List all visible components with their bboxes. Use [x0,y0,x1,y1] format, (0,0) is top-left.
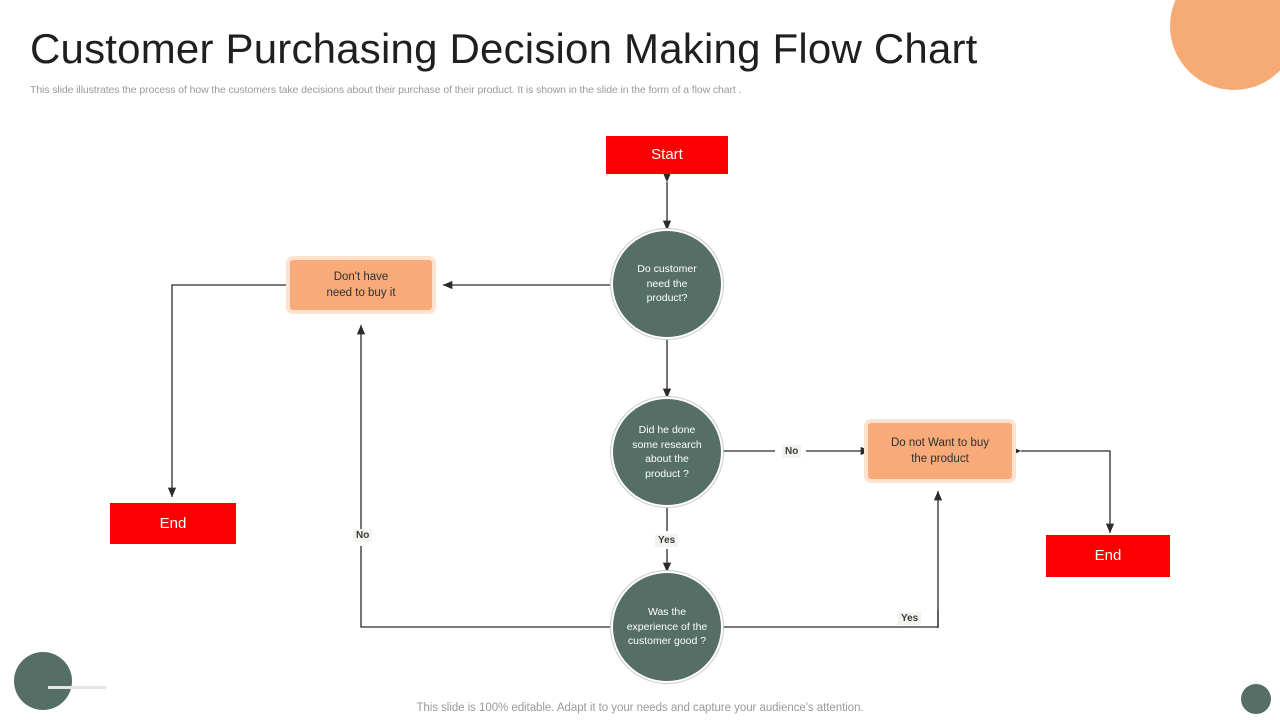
edge-label-no-right: No [782,445,802,458]
node-line: product? [646,292,688,305]
node-line: Did he done [638,424,696,436]
edge-experience-nowant-seg1 [723,626,939,628]
node-dont-have-need-to-buy-it[interactable]: Don't have need to buy it [286,256,436,314]
decorative-green-circle-bottom-right [1241,684,1271,714]
node-line: some research [632,438,702,451]
node-did-he-done-some-research[interactable]: Did he done some research about the prod… [611,397,723,507]
node-was-the-experience-of-the-customer-good[interactable]: Was the experience of the customer good … [611,571,723,683]
edge-label-yes-center: Yes [655,534,679,547]
node-line: Was the [647,606,687,619]
page-title: Customer Purchasing Decision Making Flow… [30,25,978,72]
node-do-customer-need-the-product[interactable]: Do customer need the product? [611,229,723,339]
node-end-right[interactable]: End [1046,535,1170,577]
edge-nowant-endright [1011,446,1115,534]
node-line: about the [645,453,689,465]
node-line: Don't have [333,271,389,283]
node-end-left[interactable]: End [110,503,236,544]
footer-note: This slide is 100% editable. Adapt it to… [416,702,864,714]
node-line: need the [646,277,688,290]
decorative-green-circle-bottom-left [14,652,72,710]
page-subtitle: This slide illustrates the process of ho… [30,84,742,96]
node-line: need to buy it [326,287,396,299]
node-line: Do customer [637,263,697,276]
edge-experience-noneed-seg1 [360,546,611,628]
node-line: Do not Want to buy [890,437,989,449]
node-line: product ? [645,467,689,480]
node-do-not-want-to-buy-the-product[interactable]: Do not Want to buy the product [864,419,1016,483]
edge-noneed-endleft [167,284,286,498]
edge-label-yes-bottom: Yes [898,612,922,625]
node-start[interactable]: Start [606,136,728,174]
node-line: customer good ? [627,635,707,648]
edge-label-no-left: No [353,529,373,542]
node-line: experience of the [626,620,708,633]
decorative-line-bottom-left [48,686,106,689]
node-line: the product [911,453,969,465]
